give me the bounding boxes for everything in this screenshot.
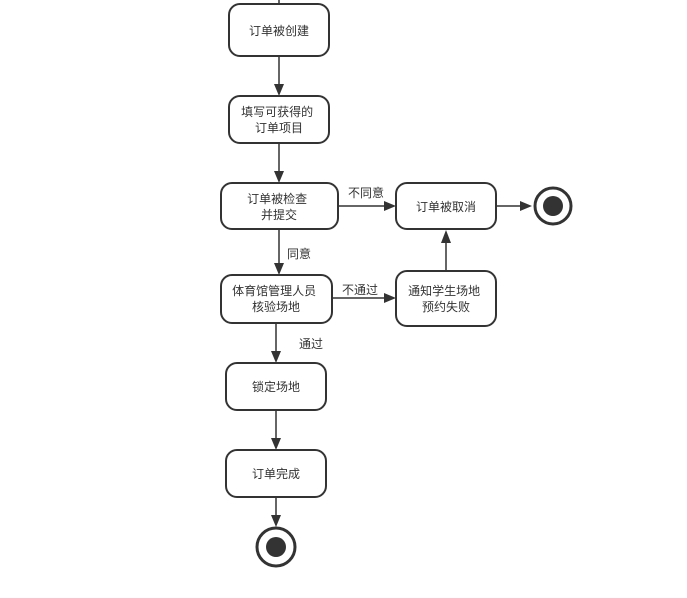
edge-check-to-cancel	[338, 201, 396, 211]
node-notify-booking-failed: 通知学生场地 预约失败	[395, 270, 497, 327]
node-manager-verify-venue-line-1: 体育馆管理人员	[232, 283, 316, 298]
node-order-check-submit-line-1: 订单被检查	[247, 191, 307, 206]
svg-text:通知学生场地 预约失败: 通知学生场地 预约失败	[408, 283, 484, 314]
node-fill-order-items-line-2: 订单项目	[255, 121, 303, 135]
edge-label-disagree: 不同意	[348, 185, 384, 200]
node-order-complete-line: 订单完成	[252, 466, 300, 481]
node-order-cancelled-line: 订单被取消	[416, 200, 476, 214]
node-order-cancelled: 订单被取消	[395, 182, 497, 230]
edge-check-to-verify	[274, 229, 284, 275]
node-fill-order-items: 填写可获得的 订单项目	[228, 95, 330, 144]
node-order-created-line: 订单被创建	[249, 24, 309, 38]
edge-label-fail: 不通过	[342, 283, 378, 297]
node-order-check-submit: 订单被检查 并提交	[220, 182, 339, 230]
edge-label-agree: 同意	[287, 246, 311, 261]
node-lock-venue: 锁定场地	[225, 362, 327, 411]
edge-verify-to-notify	[332, 293, 396, 303]
svg-text:订单被取消: 订单被取消	[416, 200, 476, 214]
svg-text:订单完成: 订单完成	[252, 466, 300, 481]
svg-text:锁定场地: 锁定场地	[252, 379, 300, 394]
final-node-right	[533, 186, 573, 226]
node-manager-verify-venue: 体育馆管理人员 核验场地	[220, 274, 333, 324]
node-notify-booking-failed-line-1: 通知学生场地	[408, 283, 480, 298]
edge-label-pass: 通过	[299, 337, 323, 351]
edge-cancel-to-final	[496, 201, 532, 211]
node-fill-order-items-line-1: 填写可获得的	[241, 104, 313, 119]
node-order-check-submit-line-2: 并提交	[261, 207, 297, 222]
edge-created-to-fill	[274, 56, 284, 96]
final-node-bottom	[255, 526, 297, 568]
node-manager-verify-venue-line-2: 核验场地	[252, 299, 300, 314]
edge-lock-to-complete	[271, 410, 281, 450]
edge-complete-to-final	[271, 497, 281, 527]
svg-text:订单被检查 并提交: 订单被检查 并提交	[247, 191, 311, 222]
node-notify-booking-failed-line-2: 预约失败	[422, 299, 470, 314]
svg-text:订单被创建: 订单被创建	[249, 24, 309, 38]
edge-fill-to-check	[274, 143, 284, 183]
svg-text:填写可获得的 订单项目: 填写可获得的 订单项目	[241, 104, 317, 135]
node-order-created: 订单被创建	[228, 3, 330, 57]
node-lock-venue-line: 锁定场地	[252, 379, 300, 394]
edge-verify-to-lock	[271, 323, 281, 363]
edge-notify-to-cancel	[441, 230, 451, 271]
svg-text:体育馆管理人员 核验场地: 体育馆管理人员 核验场地	[232, 283, 320, 314]
node-order-complete: 订单完成	[225, 449, 327, 498]
